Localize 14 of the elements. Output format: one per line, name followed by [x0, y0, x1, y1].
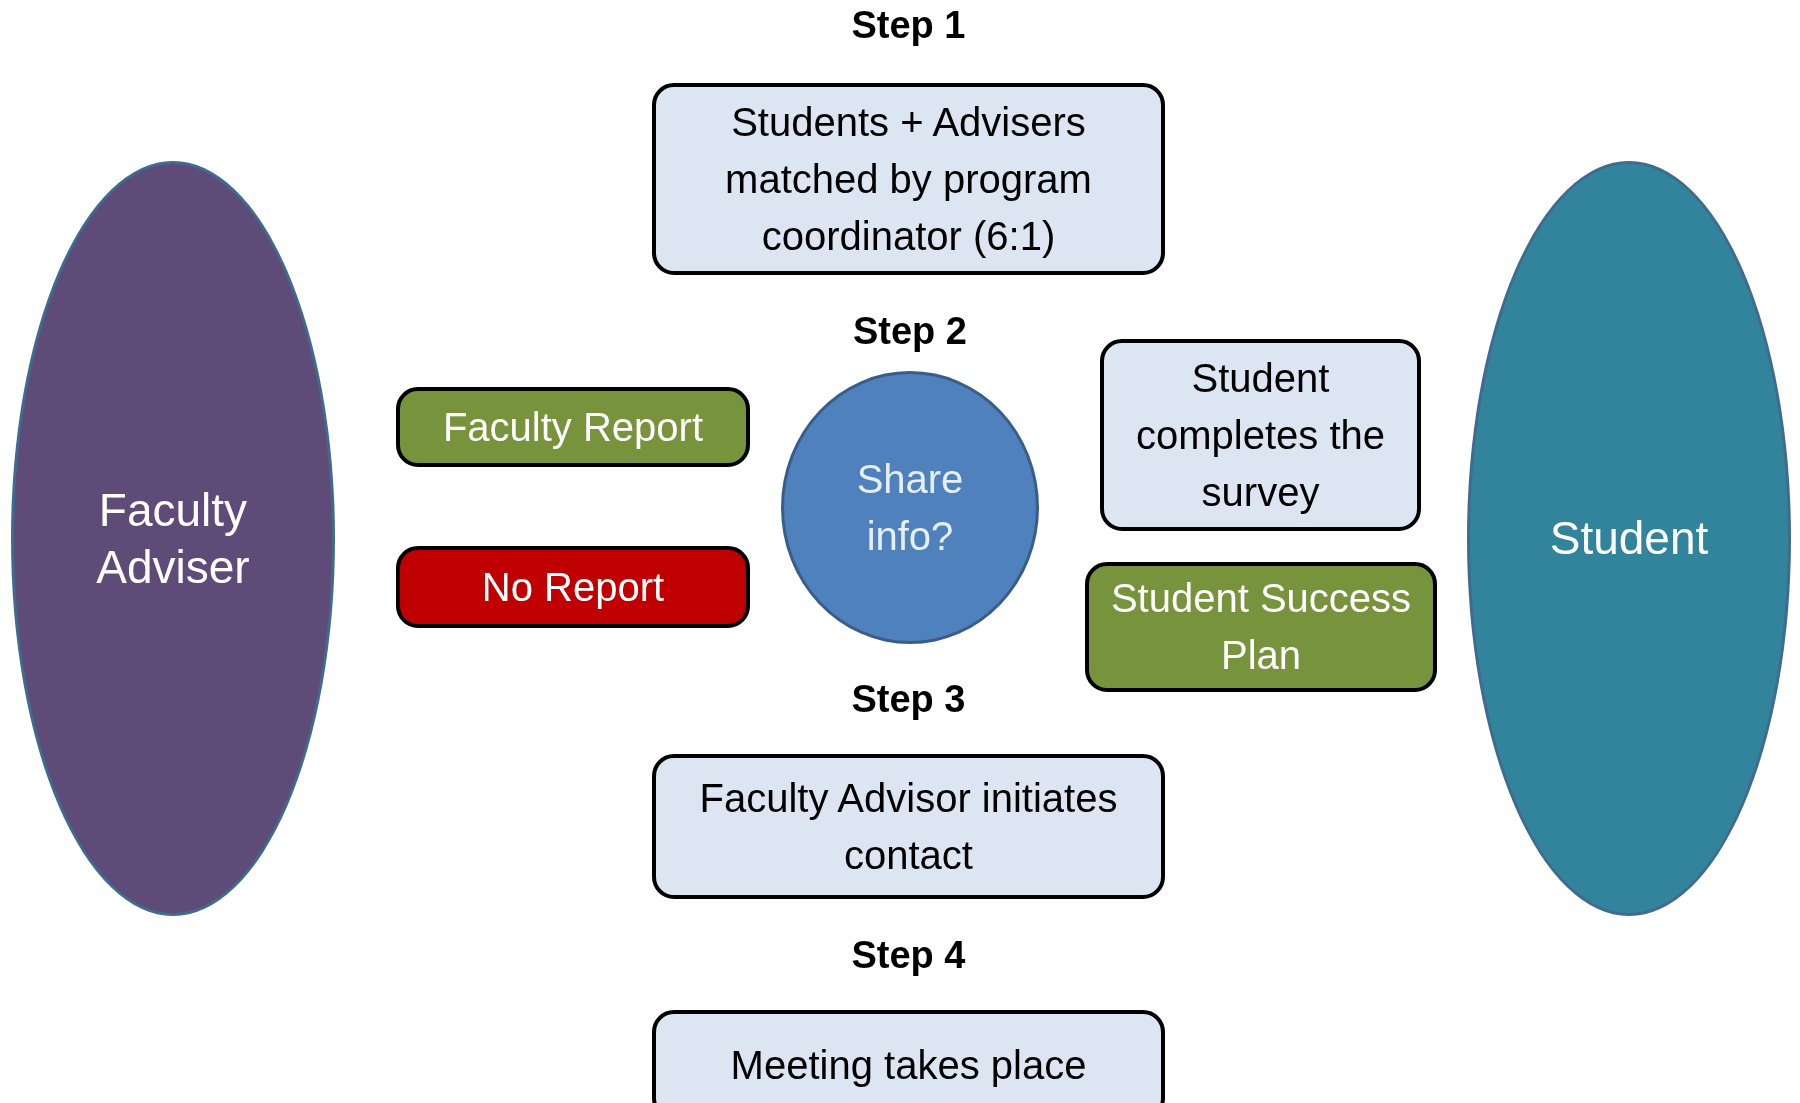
outcome-box: No Report — [396, 546, 750, 628]
actor-ellipse: Faculty Adviser — [11, 161, 335, 916]
step-heading: Step 1 — [850, 3, 967, 47]
outcome-box: Student Success Plan — [1085, 562, 1437, 692]
step-heading: Step 2 — [851, 309, 968, 353]
process-box: Faculty Advisor initiates contact — [652, 754, 1165, 899]
process-box: Students + Advisers matched by program coordinator (6:1) — [652, 83, 1165, 275]
step-heading: Step 4 — [850, 933, 967, 977]
outcome-box: Faculty Report — [396, 387, 750, 467]
decision-circle: Share info? — [781, 371, 1039, 644]
process-box: Meeting takes place — [652, 1010, 1165, 1103]
actor-ellipse: Student — [1467, 161, 1791, 916]
process-box: Student completes the survey — [1100, 339, 1421, 531]
step-heading: Step 3 — [850, 677, 967, 721]
